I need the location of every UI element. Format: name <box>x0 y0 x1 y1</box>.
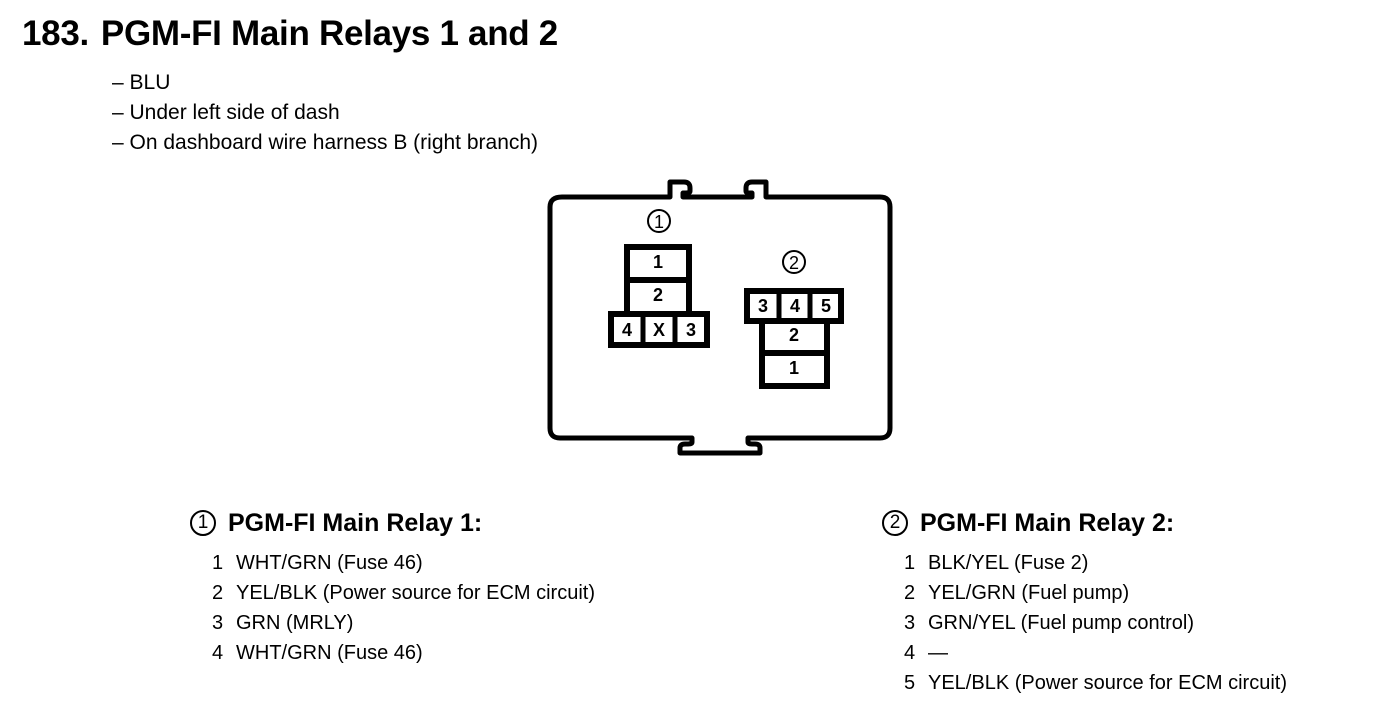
relay-2-title: PGM-FI Main Relay 2: <box>920 508 1175 537</box>
pin-number: 3 <box>212 612 224 634</box>
pin-description: — <box>928 642 948 664</box>
pin-label-4: 4 <box>622 320 632 340</box>
pin-description: GRN/YEL (Fuel pump control) <box>928 612 1195 634</box>
pin-description: YEL/BLK (Power source for ECM circuit) <box>236 582 595 604</box>
connector-2-marker <box>782 250 806 274</box>
pin-row: 2 YEL/BLK (Power source for ECM circuit) <box>212 578 595 608</box>
detail-location: – Under left side of dash <box>112 101 340 124</box>
pin-row: 1 WHT/GRN (Fuse 46) <box>212 548 595 578</box>
pin-label-x: X <box>653 320 665 340</box>
pin-label-2: 2 <box>789 325 799 345</box>
pin-row-bottom <box>608 311 710 348</box>
pin-row: 3 GRN (MRLY) <box>212 608 595 638</box>
relay-1-title: PGM-FI Main Relay 1: <box>228 508 483 537</box>
location-details: – BLU – Under left side of dash – On das… <box>112 68 538 158</box>
pin-cell-1 <box>624 244 692 283</box>
pin-description: WHT/GRN (Fuse 46) <box>236 642 423 664</box>
pin-number: 5 <box>904 672 916 694</box>
pin-row: 4 WHT/GRN (Fuse 46) <box>212 638 595 668</box>
pin-row: 1 BLK/YEL (Fuse 2) <box>904 548 1287 578</box>
detail-harness: – On dashboard wire harness B (right bra… <box>112 131 539 154</box>
pin-label-3: 3 <box>758 296 768 316</box>
pin-cell-1 <box>759 350 830 389</box>
pin-number: 1 <box>904 552 916 574</box>
pin-description: GRN (MRLY) <box>236 612 354 634</box>
section-number: 183. <box>22 14 89 53</box>
pin-label-1: 1 <box>789 358 799 378</box>
detail-color: – BLU <box>112 71 171 94</box>
pin-label-4: 4 <box>790 296 800 316</box>
pin-number: 2 <box>212 582 224 604</box>
relay-2-legend: 2 PGM-FI Main Relay 2: 1 BLK/YEL (Fuse 2)… <box>882 506 1287 698</box>
pin-description: YEL/BLK (Power source for ECM circuit) <box>928 672 1287 694</box>
connector-1-marker-label: 1 <box>654 212 664 232</box>
pin-row: 2 YEL/GRN (Fuel pump) <box>904 578 1287 608</box>
relay-2-heading: 2 PGM-FI Main Relay 2: <box>882 506 1287 540</box>
connector-1-marker <box>647 209 671 233</box>
pin-number: 4 <box>904 642 916 664</box>
relay-housing-outline <box>547 179 893 456</box>
pin-label-1: 1 <box>653 252 663 272</box>
pin-cell-2 <box>624 277 692 317</box>
pin-label-2: 2 <box>653 285 663 305</box>
relay-1-heading: 1 PGM-FI Main Relay 1: <box>190 506 595 540</box>
pin-label-5: 5 <box>821 296 831 316</box>
pin-description: WHT/GRN (Fuse 46) <box>236 552 423 574</box>
connector-2: 2 3 4 5 2 1 <box>744 250 844 389</box>
connector-2-marker-label: 2 <box>789 253 799 273</box>
page-title: 183. PGM-FI Main Relays 1 and 2 <box>22 14 558 54</box>
pin-number: 1 <box>212 552 224 574</box>
pin-description: YEL/GRN (Fuel pump) <box>928 582 1130 604</box>
section-title: PGM-FI Main Relays 1 and 2 <box>100 14 558 53</box>
pin-label-3: 3 <box>686 320 696 340</box>
pin-row: 3 GRN/YEL (Fuel pump control) <box>904 608 1287 638</box>
connector-1: 1 1 2 4 X 3 <box>608 209 710 348</box>
pin-row: 5 YEL/BLK (Power source for ECM circuit) <box>904 668 1287 698</box>
pin-row: 4— <box>904 638 1287 668</box>
relay-1-marker: 1 <box>190 510 216 536</box>
pin-number: 3 <box>904 612 916 634</box>
relay-2-marker: 2 <box>882 510 908 536</box>
pin-number: 4 <box>212 642 224 664</box>
pin-description: BLK/YEL (Fuse 2) <box>928 552 1089 574</box>
pin-number: 2 <box>904 582 916 604</box>
